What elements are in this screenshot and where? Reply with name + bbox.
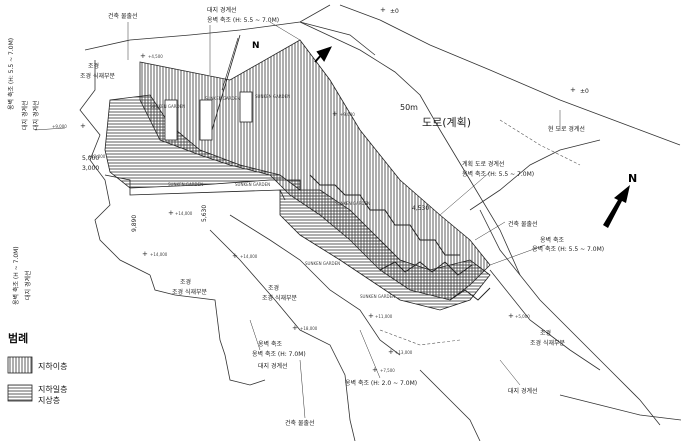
left-boundary-lower-label: 대지 경계선 [24,270,32,300]
sunken-garden-label-5: SUNKEN GARDEN [235,182,270,187]
small-north-label: N [252,41,260,51]
bottom-right-boundary-label: 대지 경계선 [508,387,538,395]
right-plan-boundary-label: 계획 도로 경계선 [462,160,504,168]
elevation-label-9: +14,000 [175,211,193,216]
left-height-label: 옹벽 축조 (H: 5.5 ~ 7.0M) [7,38,15,110]
legend-item-2-line-2: 지상층 [38,395,60,405]
right-wall-2-label: 옹벽 축조 (H: 5.5 ~ 7.0M) [532,245,604,253]
north-arrow-icon: N [603,172,637,228]
right-building-line-label: 건축 물출선 [508,220,538,228]
svg-text:+: + [140,52,146,60]
dimension-label-4: 9,890 [131,215,138,232]
svg-text:+: + [388,348,394,356]
landscape-left-label-1: 조경 [180,279,191,286]
basement-1-footprint [104,94,491,311]
svg-text:+: + [332,110,338,118]
landscape-left-label: 조경 식재부분 [172,288,208,296]
elevation-label-11: +5,000 [515,314,530,319]
svg-text:+: + [292,324,298,332]
road-label: 도로(계획) [422,116,471,129]
top-wall-label: 옹벽 축조 (H: 5.5 ~ 7.0M) [207,16,279,24]
elevation-label-1: ±0 [390,8,399,15]
bottom-wall-2-label: 옹벽 축조 (H: 2.0 ~ 7.0M) [345,379,417,387]
elevation-label-5: +12,000 [88,154,106,159]
legend-swatch-horizontal [7,384,33,402]
svg-text:+: + [142,250,148,258]
dimension-label-5: 4,530 [412,205,429,212]
svg-text:+: + [380,6,386,14]
svg-text:+: + [368,312,374,320]
elevation-label-6: +14,000 [150,252,168,257]
dimension-label-3: 5,630 [201,205,208,222]
right-wall-2-label-1: 옹벽 축조 [540,236,564,244]
existing-road-label: 현 도로 경계선 [548,125,585,133]
legend: 범례 지하이층 지하일층 지상층 [7,331,67,405]
sunken-garden-label-4: SUNKEN GARDEN [168,182,203,187]
svg-text:+: + [508,312,514,320]
right-wall-label: 옹벽 축조 (H: 5.5 ~ 7.0M) [462,170,534,178]
bottom-wall-label: 옹벽 축조 (H: 7.0M) [252,350,306,358]
site-boundary-lines [79,4,681,441]
elevation-label-8: +14,000 [240,254,258,259]
arrow-icon [314,46,332,63]
sunken-garden-label-2: SUNKEN GARDEN [205,96,240,101]
svg-text:+: + [232,252,238,260]
left-boundary-label-2: 대지 경계선 [32,100,40,130]
small-north-arrow: N [211,34,260,131]
landscape-right-label: 조경 식재부분 [530,339,566,347]
elevation-label-3: +4,500 [148,54,163,59]
bottom-boundary-label: 대지 경계선 [258,362,288,370]
svg-text:+: + [80,122,86,130]
building-line-top-label: 건축 물출선 [108,12,138,20]
elevation-label-12: +11,000 [375,314,393,319]
legend-item-2-line-1: 지하일층 [38,384,67,394]
elevation-label-4: +9,000 [52,124,67,129]
svg-text:+: + [372,366,378,374]
legend-title: 범례 [8,331,28,345]
elevation-label-10: +18,000 [300,326,318,331]
elevation-label-2: ±0 [580,88,589,95]
top-boundary-label: 대지 경계선 [207,6,237,14]
svg-text:+: + [570,86,576,94]
landscape-mid-label-1: 조경 [268,285,279,292]
dimension-label-1: 5,000 [82,155,99,162]
left-boundary-label: 대지 경계선 [21,100,29,130]
landscape-top-label: 조경 식재부분 [80,72,116,80]
dimension-label-2: 3,000 [82,165,99,172]
sunken-garden-label-1: SUNKEN GARDEN [150,104,185,109]
north-label: N [628,172,637,185]
sunken-garden-label-7: SUNKEN GARDEN [305,261,340,266]
legend-item-1: 지하이층 [38,361,67,371]
svg-text:+: + [168,209,174,217]
elevation-label-14: +13,000 [395,350,413,355]
road-width-label: 50m [400,103,418,112]
landscape-mid-label: 조경 식재부분 [262,294,298,302]
landscape-top-label-1: 조경 [88,63,99,70]
left-wall-label: 옹벽 축조 (H ~ 7.0M) [12,246,20,305]
elevation-label-7: +9,000 [340,112,355,117]
bottom-building-line-label: 건축 물출선 [285,419,315,427]
bottom-wall-label-1: 옹벽 축조 [258,340,282,348]
landscape-right-label-1: 조경 [540,330,551,337]
sunken-garden-label-6: SUNKEN GARDEN [335,201,370,206]
sunken-garden-label-3: SUNKEN GARDEN [255,94,290,99]
legend-swatch-vertical [7,356,33,374]
elevation-label-13: +7,500 [380,368,395,373]
sunken-garden-label-8: SUNKEN GARDEN [360,294,395,299]
